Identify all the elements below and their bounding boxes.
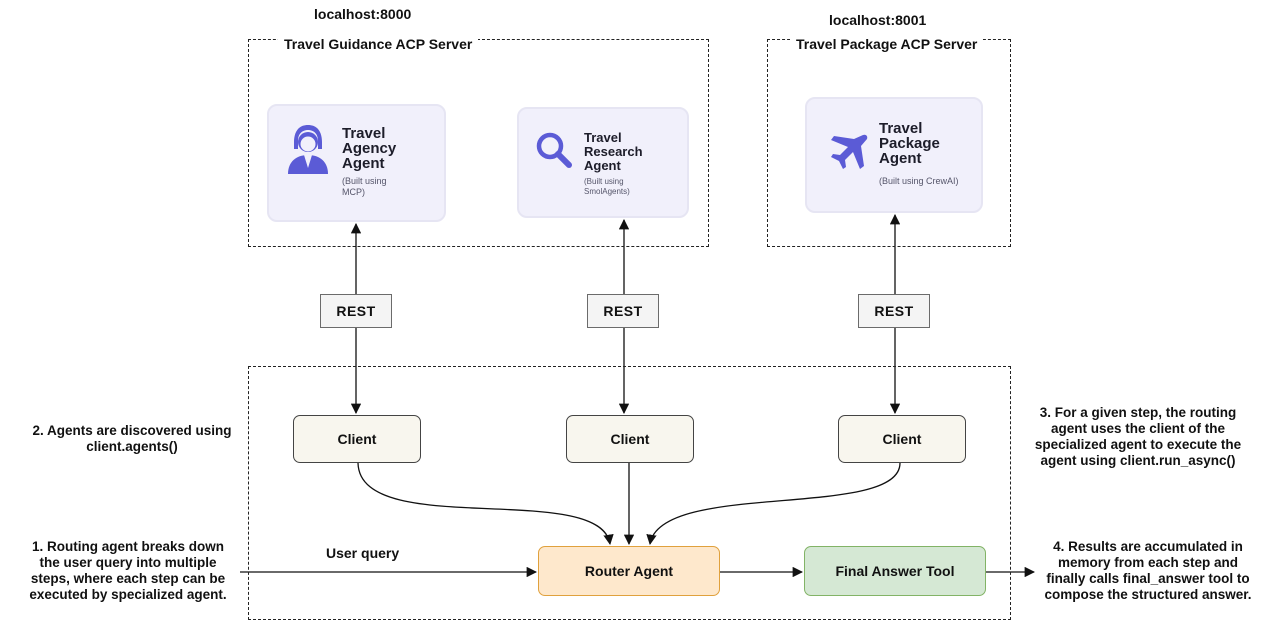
link-client3-router: [646, 462, 901, 546]
rest-label: REST: [858, 294, 930, 328]
agent-subtitle: (Built using CrewAI): [879, 176, 959, 186]
client-side-container: [248, 366, 1011, 620]
magnifier-icon: [536, 132, 572, 168]
agent-title: Travel Package Agent: [879, 120, 940, 167]
step2-note: 2. Agents are discovered using client.ag…: [32, 423, 232, 454]
guidance-server-container: [248, 39, 709, 247]
client-node-agency[interactable]: Client: [293, 415, 421, 463]
step4-note: 4. Results are accumulated in memory fro…: [1044, 539, 1252, 602]
router-agent-node[interactable]: Router Agent: [538, 546, 720, 596]
user-query-label: User query: [326, 545, 400, 561]
link-client1-router: [357, 462, 614, 546]
client-node-package[interactable]: Client: [838, 415, 966, 463]
rest-label: REST: [587, 294, 659, 328]
airplane-icon: [831, 134, 868, 169]
user-agent-icon: [288, 125, 328, 174]
step1-note: 1. Routing agent breaks down the user qu…: [29, 539, 227, 602]
final-answer-tool-node[interactable]: Final Answer Tool: [804, 546, 986, 596]
agent-subtitle: (Built using MCP): [342, 176, 387, 197]
package-server-title: Travel Package ACP Server: [790, 36, 984, 52]
package-host-label: localhost:8001: [829, 12, 927, 28]
agent-title: Travel Agency Agent: [342, 125, 397, 172]
agent-subtitle: (Built using SmolAgents): [584, 177, 630, 196]
travel-agency-agent-card[interactable]: Travel Agency Agent (Built using MCP): [267, 104, 446, 222]
rest-label: REST: [320, 294, 392, 328]
guidance-server-title: Travel Guidance ACP Server: [278, 36, 479, 52]
client-node-research[interactable]: Client: [566, 415, 694, 463]
agent-title: Travel Research Agent: [584, 130, 643, 173]
step3-note: 3. For a given step, the routing agent u…: [1034, 405, 1242, 468]
travel-research-agent-card[interactable]: Travel Research Agent (Built using SmolA…: [517, 107, 689, 218]
travel-package-agent-card[interactable]: Travel Package Agent (Built using CrewAI…: [805, 97, 983, 213]
guidance-host-label: localhost:8000: [314, 6, 412, 22]
